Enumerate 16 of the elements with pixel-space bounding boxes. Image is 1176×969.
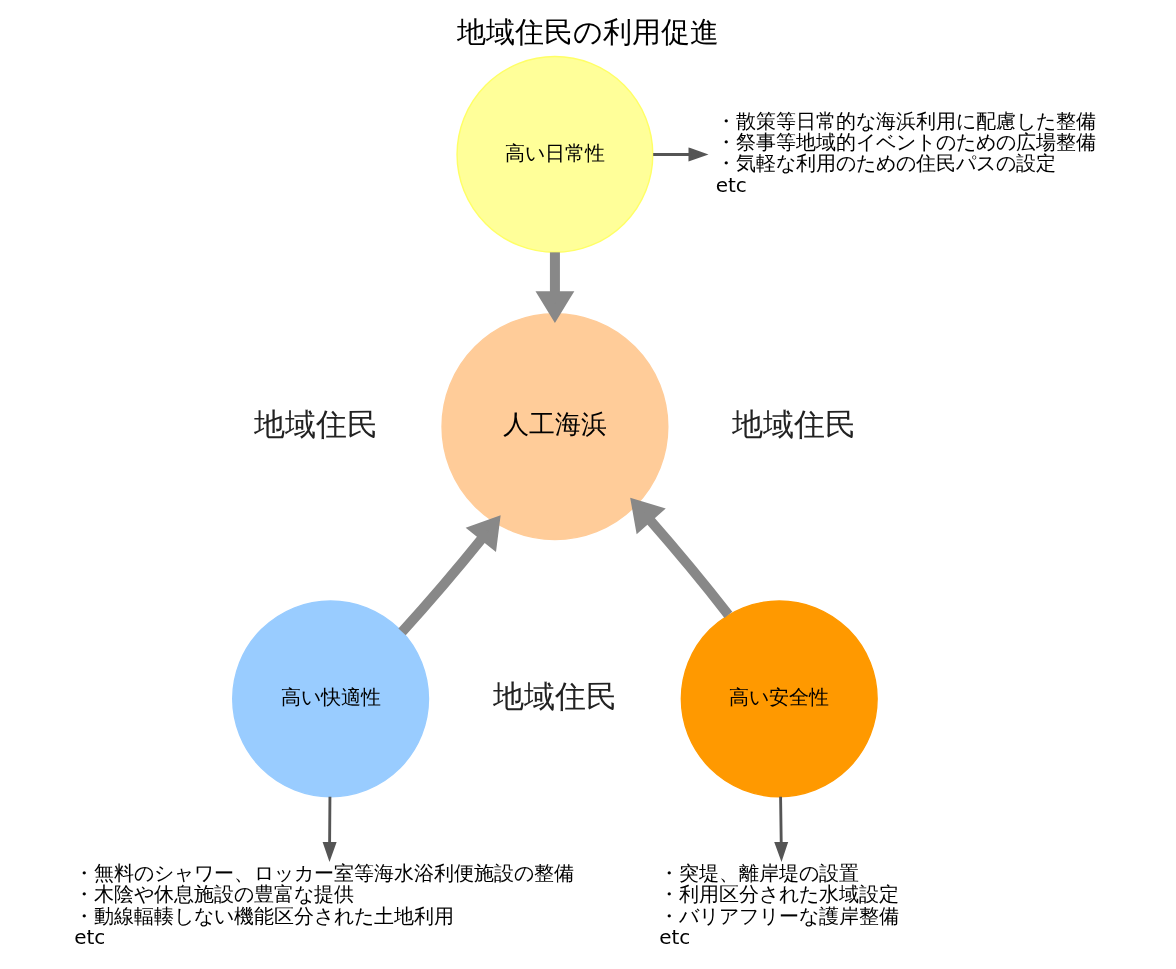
arrow: [535, 252, 574, 323]
arrow: [773, 796, 788, 863]
node-circle: 高い安全性: [680, 600, 878, 798]
node-circle: 高い日常性: [455, 55, 653, 254]
label: 地域住民: [253, 405, 378, 442]
node-circle: 高い快適性: [231, 600, 429, 798]
diagram-title: 地域住民の利用促進: [457, 15, 719, 50]
arrow: [397, 515, 501, 636]
arrow: [629, 497, 732, 618]
arrow: [322, 796, 337, 863]
label: 地域住民: [731, 405, 856, 442]
node-text: ・無料のシャワー、ロッカー室等海水浴利便施設の整備 ・木陰や休息施設の豊富な提供 ・動線輻輳しない機能区分された土地利用 etc: [73, 860, 574, 950]
arrow: [652, 147, 709, 162]
label: 地域住民: [492, 677, 617, 714]
node-text: ・散策等日常的な海浜利用に配慮した整備 ・祭事等地域的イベントのための広場整備 ・気軽な利用のための住民パスの設定 etc: [715, 108, 1096, 197]
node-text: ・突堤、離岸堤の設置 ・利用区分された水域設定 ・バリアフリーな護岸整備 etc: [658, 860, 899, 950]
